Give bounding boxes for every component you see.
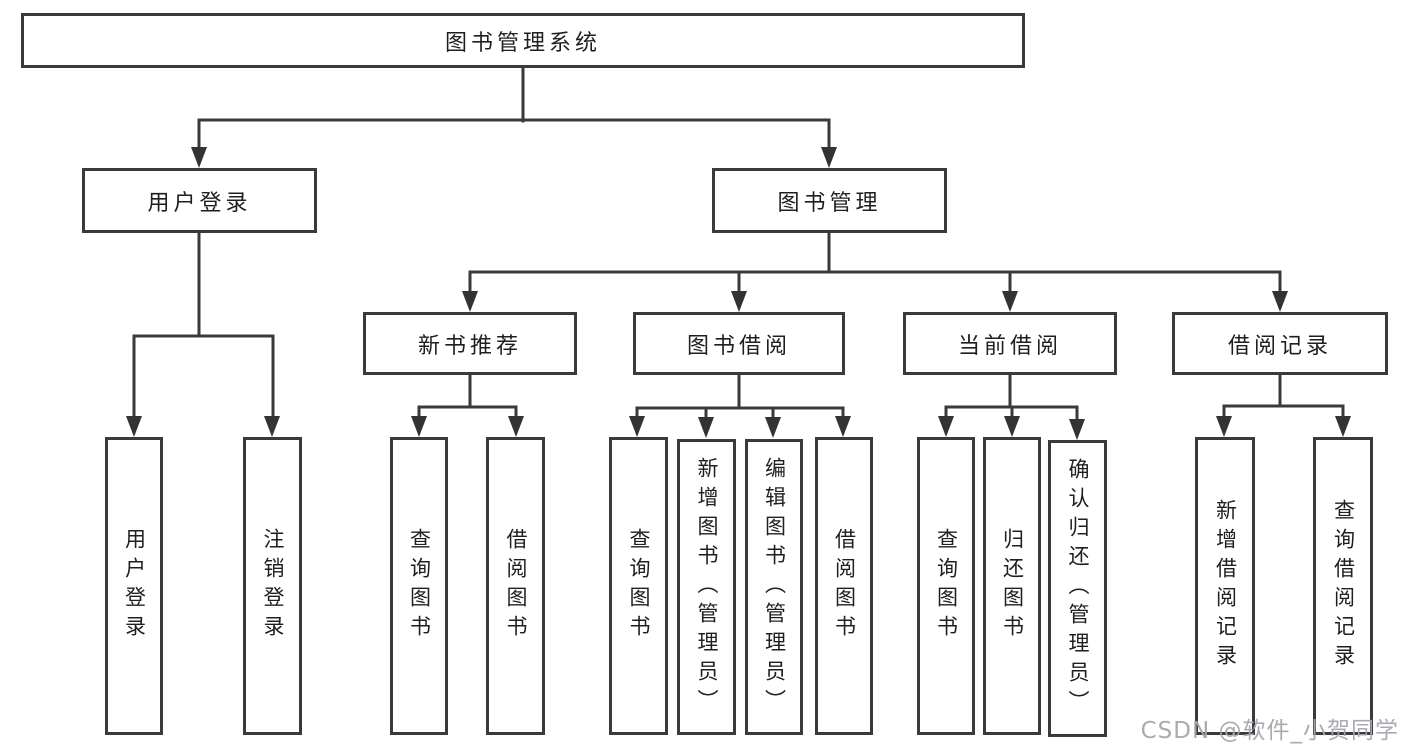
node-login-leaf-label: 用户登录 [122,528,147,644]
node-borrow-edit-label: 编辑图书（管理员） [762,456,787,718]
node-borrow-record-label: 借阅记录 [1227,333,1332,359]
node-newbook-query-label: 查询图书 [407,528,432,644]
node-new-book-recommend-label: 新书推荐 [417,333,522,359]
node-record-query: 查询借阅记录 [1313,437,1373,735]
node-current-borrow-label: 当前借阅 [957,333,1062,359]
node-current-confirm-label: 确认归还（管理员） [1066,458,1090,719]
node-borrow-edit: 编辑图书（管理员） [745,439,803,735]
node-current-query-label: 查询图书 [934,528,959,644]
node-borrow-add-label: 新增图书（管理员） [695,456,719,718]
node-borrow-borrow: 借阅图书 [815,437,873,735]
node-root-label: 图书管理系统 [444,30,601,56]
node-borrow-query: 查询图书 [609,437,668,735]
node-current-confirm: 确认归还（管理员） [1048,440,1107,737]
node-record-query-label: 查询借阅记录 [1331,499,1356,673]
node-borrow-add: 新增图书（管理员） [677,439,736,735]
node-logout-leaf-label: 注销登录 [261,528,285,644]
node-borrow-borrow-label: 借阅图书 [832,528,857,644]
node-record-add-label: 新增借阅记录 [1213,499,1238,673]
node-record-add: 新增借阅记录 [1195,437,1255,735]
node-book-borrow: 图书借阅 [633,312,845,375]
node-current-return-label: 归还图书 [1000,528,1025,644]
node-logout-leaf: 注销登录 [243,437,302,735]
node-user-login-label: 用户登录 [147,190,252,216]
node-newbook-borrow: 借阅图书 [486,437,545,735]
node-book-borrow-label: 图书借阅 [686,333,791,359]
node-book-management: 图书管理 [712,168,947,233]
node-current-query: 查询图书 [917,437,975,735]
node-new-book-recommend: 新书推荐 [363,312,577,375]
node-user-login: 用户登录 [82,168,317,233]
node-login-leaf: 用户登录 [105,437,163,735]
node-book-management-label: 图书管理 [777,190,882,216]
node-root: 图书管理系统 [21,13,1025,68]
node-current-borrow: 当前借阅 [903,312,1117,375]
node-borrow-record: 借阅记录 [1172,312,1388,375]
node-current-return: 归还图书 [983,437,1041,735]
watermark: CSDN @软件_小贺同学 [1140,718,1399,744]
node-borrow-query-label: 查询图书 [627,528,651,644]
node-newbook-borrow-label: 借阅图书 [504,528,528,644]
node-newbook-query: 查询图书 [390,437,448,735]
